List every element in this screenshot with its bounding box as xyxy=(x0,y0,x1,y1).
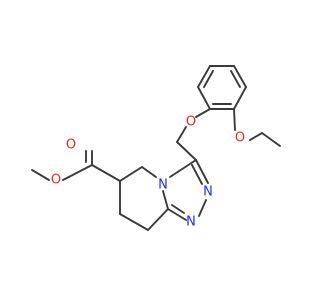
bond xyxy=(171,204,185,214)
atom-label-ether-oxygen: O xyxy=(186,115,196,130)
bond xyxy=(141,166,157,178)
bond xyxy=(233,108,236,131)
bond xyxy=(167,208,187,221)
atom-label-carbonyl-oxygen: O xyxy=(66,138,76,153)
bond xyxy=(147,208,169,231)
bond xyxy=(198,199,207,217)
bond xyxy=(31,169,50,181)
bond xyxy=(197,65,211,88)
bond xyxy=(195,108,211,118)
bond xyxy=(261,132,281,147)
bond xyxy=(203,70,214,88)
atom-label-triazole-nitrogen-1: N xyxy=(186,215,196,230)
bond xyxy=(249,132,263,141)
atom-label-ring-nitrogen: N xyxy=(158,178,168,193)
bond xyxy=(233,65,247,88)
bond xyxy=(195,159,209,184)
bond xyxy=(191,164,203,185)
bond xyxy=(233,86,247,110)
bond xyxy=(169,159,197,178)
bond xyxy=(197,86,211,110)
bond xyxy=(230,70,241,88)
atom-labels: O O N N N O O xyxy=(51,115,245,230)
bond xyxy=(62,164,93,181)
bond xyxy=(162,190,169,210)
bond xyxy=(119,166,143,182)
atom-label-triazole-nitrogen-2: N xyxy=(203,185,213,200)
molecule-structure: O O N N N O O xyxy=(31,65,281,231)
bond xyxy=(91,164,121,182)
atom-label-ethoxy-oxygen: O xyxy=(235,131,245,146)
atom-label-ester-oxygen: O xyxy=(51,173,61,188)
bond xyxy=(176,141,197,161)
bond xyxy=(176,126,187,143)
bond xyxy=(119,213,149,231)
bond-lines xyxy=(31,65,281,231)
